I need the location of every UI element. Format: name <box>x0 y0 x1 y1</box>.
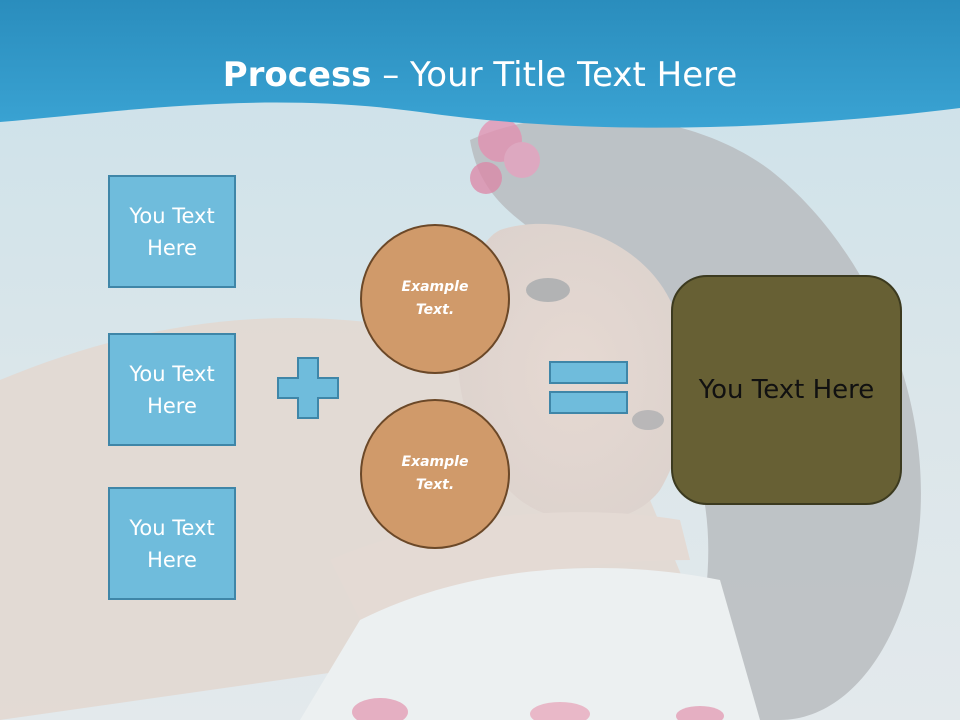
text-box-2-label: You Text Here <box>129 361 215 418</box>
text-box-2[interactable]: You Text Here <box>108 333 236 446</box>
example-circle-1[interactable]: Example Text. <box>360 224 510 374</box>
result-box-label: You Text Here <box>698 375 875 405</box>
text-box-3[interactable]: You Text Here <box>108 487 236 600</box>
text-box-1[interactable]: You Text Here <box>108 175 236 288</box>
text-box-1-label: You Text Here <box>129 203 215 260</box>
slide-title: Process – Your Title Text Here <box>0 52 960 98</box>
plus-icon <box>277 357 339 419</box>
result-box[interactable]: You Text Here <box>671 275 902 505</box>
example-circle-2-label: Example Text. <box>401 454 469 493</box>
title-bold: Process <box>222 55 372 95</box>
example-circle-1-label: Example Text. <box>401 279 469 318</box>
example-circle-2[interactable]: Example Text. <box>360 399 510 549</box>
title-rest: – Your Title Text Here <box>371 55 738 95</box>
equals-icon <box>549 361 628 414</box>
text-box-3-label: You Text Here <box>129 515 215 572</box>
